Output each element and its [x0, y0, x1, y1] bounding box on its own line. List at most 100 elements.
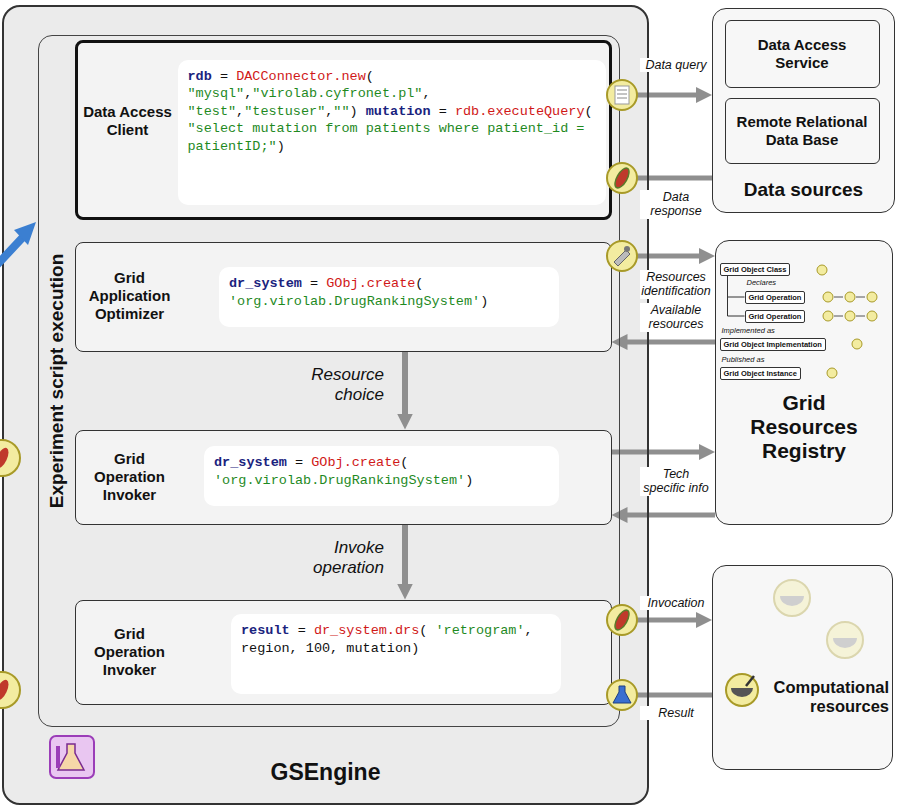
code-token: result — [241, 623, 290, 638]
flow-arrow — [624, 513, 716, 518]
virus-icon — [607, 163, 637, 193]
code-token: ( — [419, 623, 435, 638]
edge-label: Invoke operation — [285, 538, 385, 577]
code-token: "mysql" — [188, 86, 245, 101]
node-text: Grid Object Instance — [724, 369, 797, 378]
registry-box: Grid Resources Registry Grid Object Class… — [715, 240, 893, 525]
annotation-label: Implemented as — [722, 327, 775, 336]
code-token: , — [236, 104, 244, 119]
code-text: result = dr_system.drs( 'retrogram', reg… — [241, 622, 551, 657]
node-text: Grid Application Optimizer — [80, 269, 180, 323]
code-token: , — [325, 104, 333, 119]
code-token: ( — [400, 455, 408, 470]
registry-icons — [817, 265, 877, 378]
code-token: DACConnector.new — [236, 69, 366, 84]
code-token: "testuser" — [244, 104, 325, 119]
node-text: Grid Resources Registry — [744, 391, 864, 463]
grid-object-box: Grid Object Class — [720, 263, 791, 276]
code-token: region — [241, 641, 290, 656]
code-text: dr_system = GObj.create( 'org.virolab.Dr… — [214, 454, 549, 489]
flow-arrow — [612, 93, 701, 98]
node-text: Data Access Client — [82, 103, 174, 139]
tree-line — [728, 276, 745, 298]
code-token: = — [212, 69, 236, 84]
flask-icon — [607, 680, 637, 710]
database-box: Remote Relational Data Base — [725, 98, 880, 164]
node-text: GSEngine — [4, 759, 647, 785]
code-token: = — [431, 104, 455, 119]
flow-arrow — [402, 352, 408, 418]
code-token: "test" — [188, 104, 237, 119]
node-text: Data sources — [713, 179, 894, 201]
tool-icon — [607, 241, 637, 271]
code-token: dr_system — [229, 276, 302, 291]
code-token: 'org.virolab.DrugRankingSystem' — [214, 473, 465, 488]
entry-arrow — [0, 222, 36, 266]
code-token: GObj.create — [311, 455, 400, 470]
node-text: Grid Operation — [749, 293, 802, 302]
code-box: rdb = DACConnector.new( "mysql","virolab… — [178, 60, 606, 205]
code-box: dr_system = GObj.create( 'org.virolab.Dr… — [204, 446, 559, 506]
grid-object-box: Grid Operation — [745, 310, 806, 323]
node-text: Grid Object Class — [724, 265, 787, 274]
node-text: Experiment script execution — [46, 241, 68, 521]
code-token: ( — [366, 69, 374, 84]
mortar-icon — [774, 580, 810, 616]
engine-fill — [2, 5, 648, 805]
code-token: ) — [411, 641, 419, 656]
engine-box: GSEngine Experiment script execution Data … — [2, 5, 649, 805]
edge-label: Data response — [640, 190, 712, 219]
code-token: 'retrogram' — [435, 623, 524, 638]
edge-label: Data query — [640, 58, 712, 72]
flow-arrow — [612, 450, 704, 455]
node-text: Computational resources — [765, 678, 889, 716]
code-token: "select mutation from patients where pat… — [188, 121, 585, 154]
edge-label: Tech specific info — [640, 467, 712, 496]
code-token: rdb — [188, 69, 212, 84]
code-token: dr_system — [214, 455, 287, 470]
code-token: mutation — [366, 104, 431, 119]
annotation-label: Declares — [747, 279, 777, 288]
code-token: ) — [465, 473, 473, 488]
node-text: Grid Operation Invoker — [80, 625, 180, 679]
node-text: Grid Object Implementation — [724, 340, 822, 349]
component-box: Grid Operation Invoker result = dr_system… — [75, 600, 612, 705]
component-box: Data Access Clientrdb = DACConnector.new… — [75, 40, 612, 220]
code-token: ( — [415, 276, 423, 291]
service-box: Data Access Service — [725, 20, 880, 88]
code-token: 'org.virolab.DrugRankingSystem' — [229, 294, 480, 309]
code-token: , — [525, 623, 533, 638]
node-text: Grid Operation — [749, 312, 802, 321]
flow-arrow — [402, 525, 408, 588]
flow-arrow — [612, 618, 701, 623]
node-text: Data Access Service — [732, 36, 872, 71]
flask-logo — [50, 736, 94, 778]
grid-object-box: Grid Object Instance — [720, 367, 801, 380]
tree-line — [728, 276, 745, 317]
code-token: , — [244, 86, 252, 101]
code-token: ) — [350, 104, 366, 119]
code-token: , — [422, 86, 430, 101]
code-token: , 100, — [290, 641, 347, 656]
virus-icon — [607, 605, 637, 635]
code-token: GObj.create — [326, 276, 415, 291]
code-text: dr_system = GObj.create( 'org.virolab.Dr… — [229, 275, 549, 310]
edge-label: Result — [640, 706, 712, 720]
code-token: mutation — [346, 641, 411, 656]
registry-fill — [715, 240, 893, 525]
document-icon — [607, 80, 637, 110]
code-token: ) — [277, 139, 285, 154]
edge-label: Resource choice — [285, 365, 385, 404]
annotation-label: Published as — [722, 356, 765, 365]
partial-icon — [0, 440, 20, 476]
mortar-icon — [827, 622, 863, 658]
code-box: dr_system = GObj.create( 'org.virolab.Dr… — [219, 267, 559, 327]
computational-box: Computational resources — [712, 565, 893, 770]
code-token: dr_system.drs — [314, 623, 419, 638]
grid-object-box: Grid Operation — [745, 291, 806, 304]
flow-arrow — [624, 340, 716, 345]
partial-icon — [0, 672, 20, 708]
code-token: = — [290, 623, 314, 638]
grid-object-box: Grid Object Implementation — [720, 338, 826, 351]
edge-label: Resources identification — [640, 270, 712, 299]
